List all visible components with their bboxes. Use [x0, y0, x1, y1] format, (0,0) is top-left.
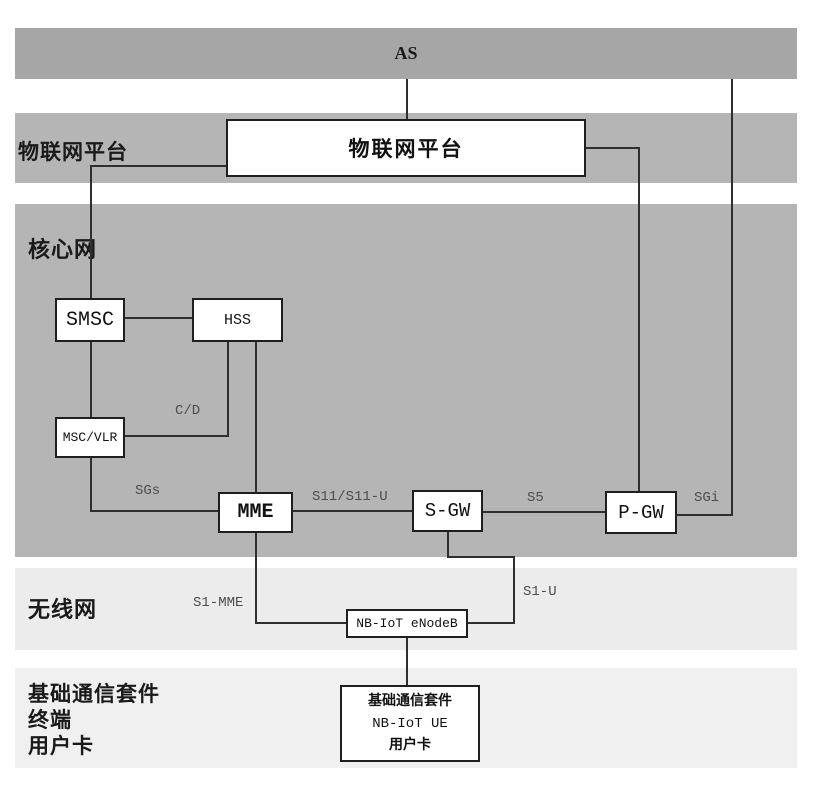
- sgw-node: S-GW: [412, 490, 483, 532]
- s5-interface-label: S5: [527, 490, 544, 506]
- link-platform-pgw-vertical: [638, 147, 640, 491]
- link-s11-line: [293, 510, 412, 512]
- link-platform-right-horizontal: [586, 147, 640, 149]
- as-band-label: AS: [394, 43, 418, 63]
- link-hss-cd-vertical: [227, 342, 229, 437]
- core-network-layer-band: [15, 204, 797, 557]
- terminal-band-label-line1: 基础通信套件: [28, 682, 160, 706]
- link-smsc-mscvlr-line: [90, 342, 92, 417]
- cd-interface-label: C/D: [175, 403, 201, 419]
- link-platform-smsc-vertical: [90, 165, 92, 298]
- nbiot-enodeb-node: NB-IoT eNodeB: [346, 609, 468, 638]
- link-cd-horizontal: [125, 435, 229, 437]
- sgs-interface-label: SGs: [135, 483, 161, 499]
- pgw-node: P-GW: [605, 491, 677, 534]
- terminal-band-label: 基础通信套件 终端 用户卡: [28, 681, 160, 759]
- smsc-node: SMSC: [55, 298, 125, 342]
- ue-label-line1: 基础通信套件: [368, 693, 452, 709]
- link-smsc-hss-line: [125, 317, 192, 319]
- s1-u-interface-label: S1-U: [523, 584, 557, 600]
- link-sgs-horizontal: [90, 510, 218, 512]
- nbiot-ue-node: 基础通信套件 NB-IoT UE 用户卡: [340, 685, 480, 762]
- hss-node: HSS: [192, 298, 283, 342]
- terminal-band-label-line3: 用户卡: [28, 734, 94, 758]
- link-s1mme-horizontal: [255, 622, 346, 624]
- link-as-platform-line: [406, 79, 408, 119]
- sgi-interface-label: SGi: [694, 490, 720, 506]
- iot-platform-node: 物联网平台: [226, 119, 586, 177]
- link-enodeb-ue-line: [406, 638, 408, 685]
- link-s1u-horizontal: [468, 622, 515, 624]
- core-network-band-label: 核心网: [28, 237, 98, 262]
- mme-node: MME: [218, 492, 293, 533]
- s11-interface-label: S11/S11-U: [312, 489, 388, 505]
- ue-label-line3: 用户卡: [389, 737, 431, 753]
- msc-vlr-node: MSC/VLR: [55, 417, 125, 458]
- link-mscvlr-sgs-vertical: [90, 458, 92, 512]
- link-sgw-down-vertical: [447, 532, 449, 558]
- iot-platform-band-label: 物联网平台: [18, 140, 128, 164]
- link-sgi-vertical: [731, 79, 733, 516]
- as-layer-band: [15, 28, 797, 79]
- s1-mme-interface-label: S1-MME: [193, 595, 244, 611]
- radio-network-band-label: 无线网: [28, 597, 98, 622]
- terminal-band-label-line2: 终端: [28, 708, 72, 732]
- link-sgi-horizontal: [677, 514, 733, 516]
- link-mme-enodeb-vertical: [255, 533, 257, 624]
- link-hss-mme-line: [255, 342, 257, 492]
- link-platform-left-horizontal: [90, 165, 226, 167]
- link-s5-line: [483, 511, 605, 513]
- link-sgw-jog-horizontal: [447, 556, 515, 558]
- link-s1u-vertical: [513, 556, 515, 624]
- ue-label-line2: NB-IoT UE: [372, 715, 448, 732]
